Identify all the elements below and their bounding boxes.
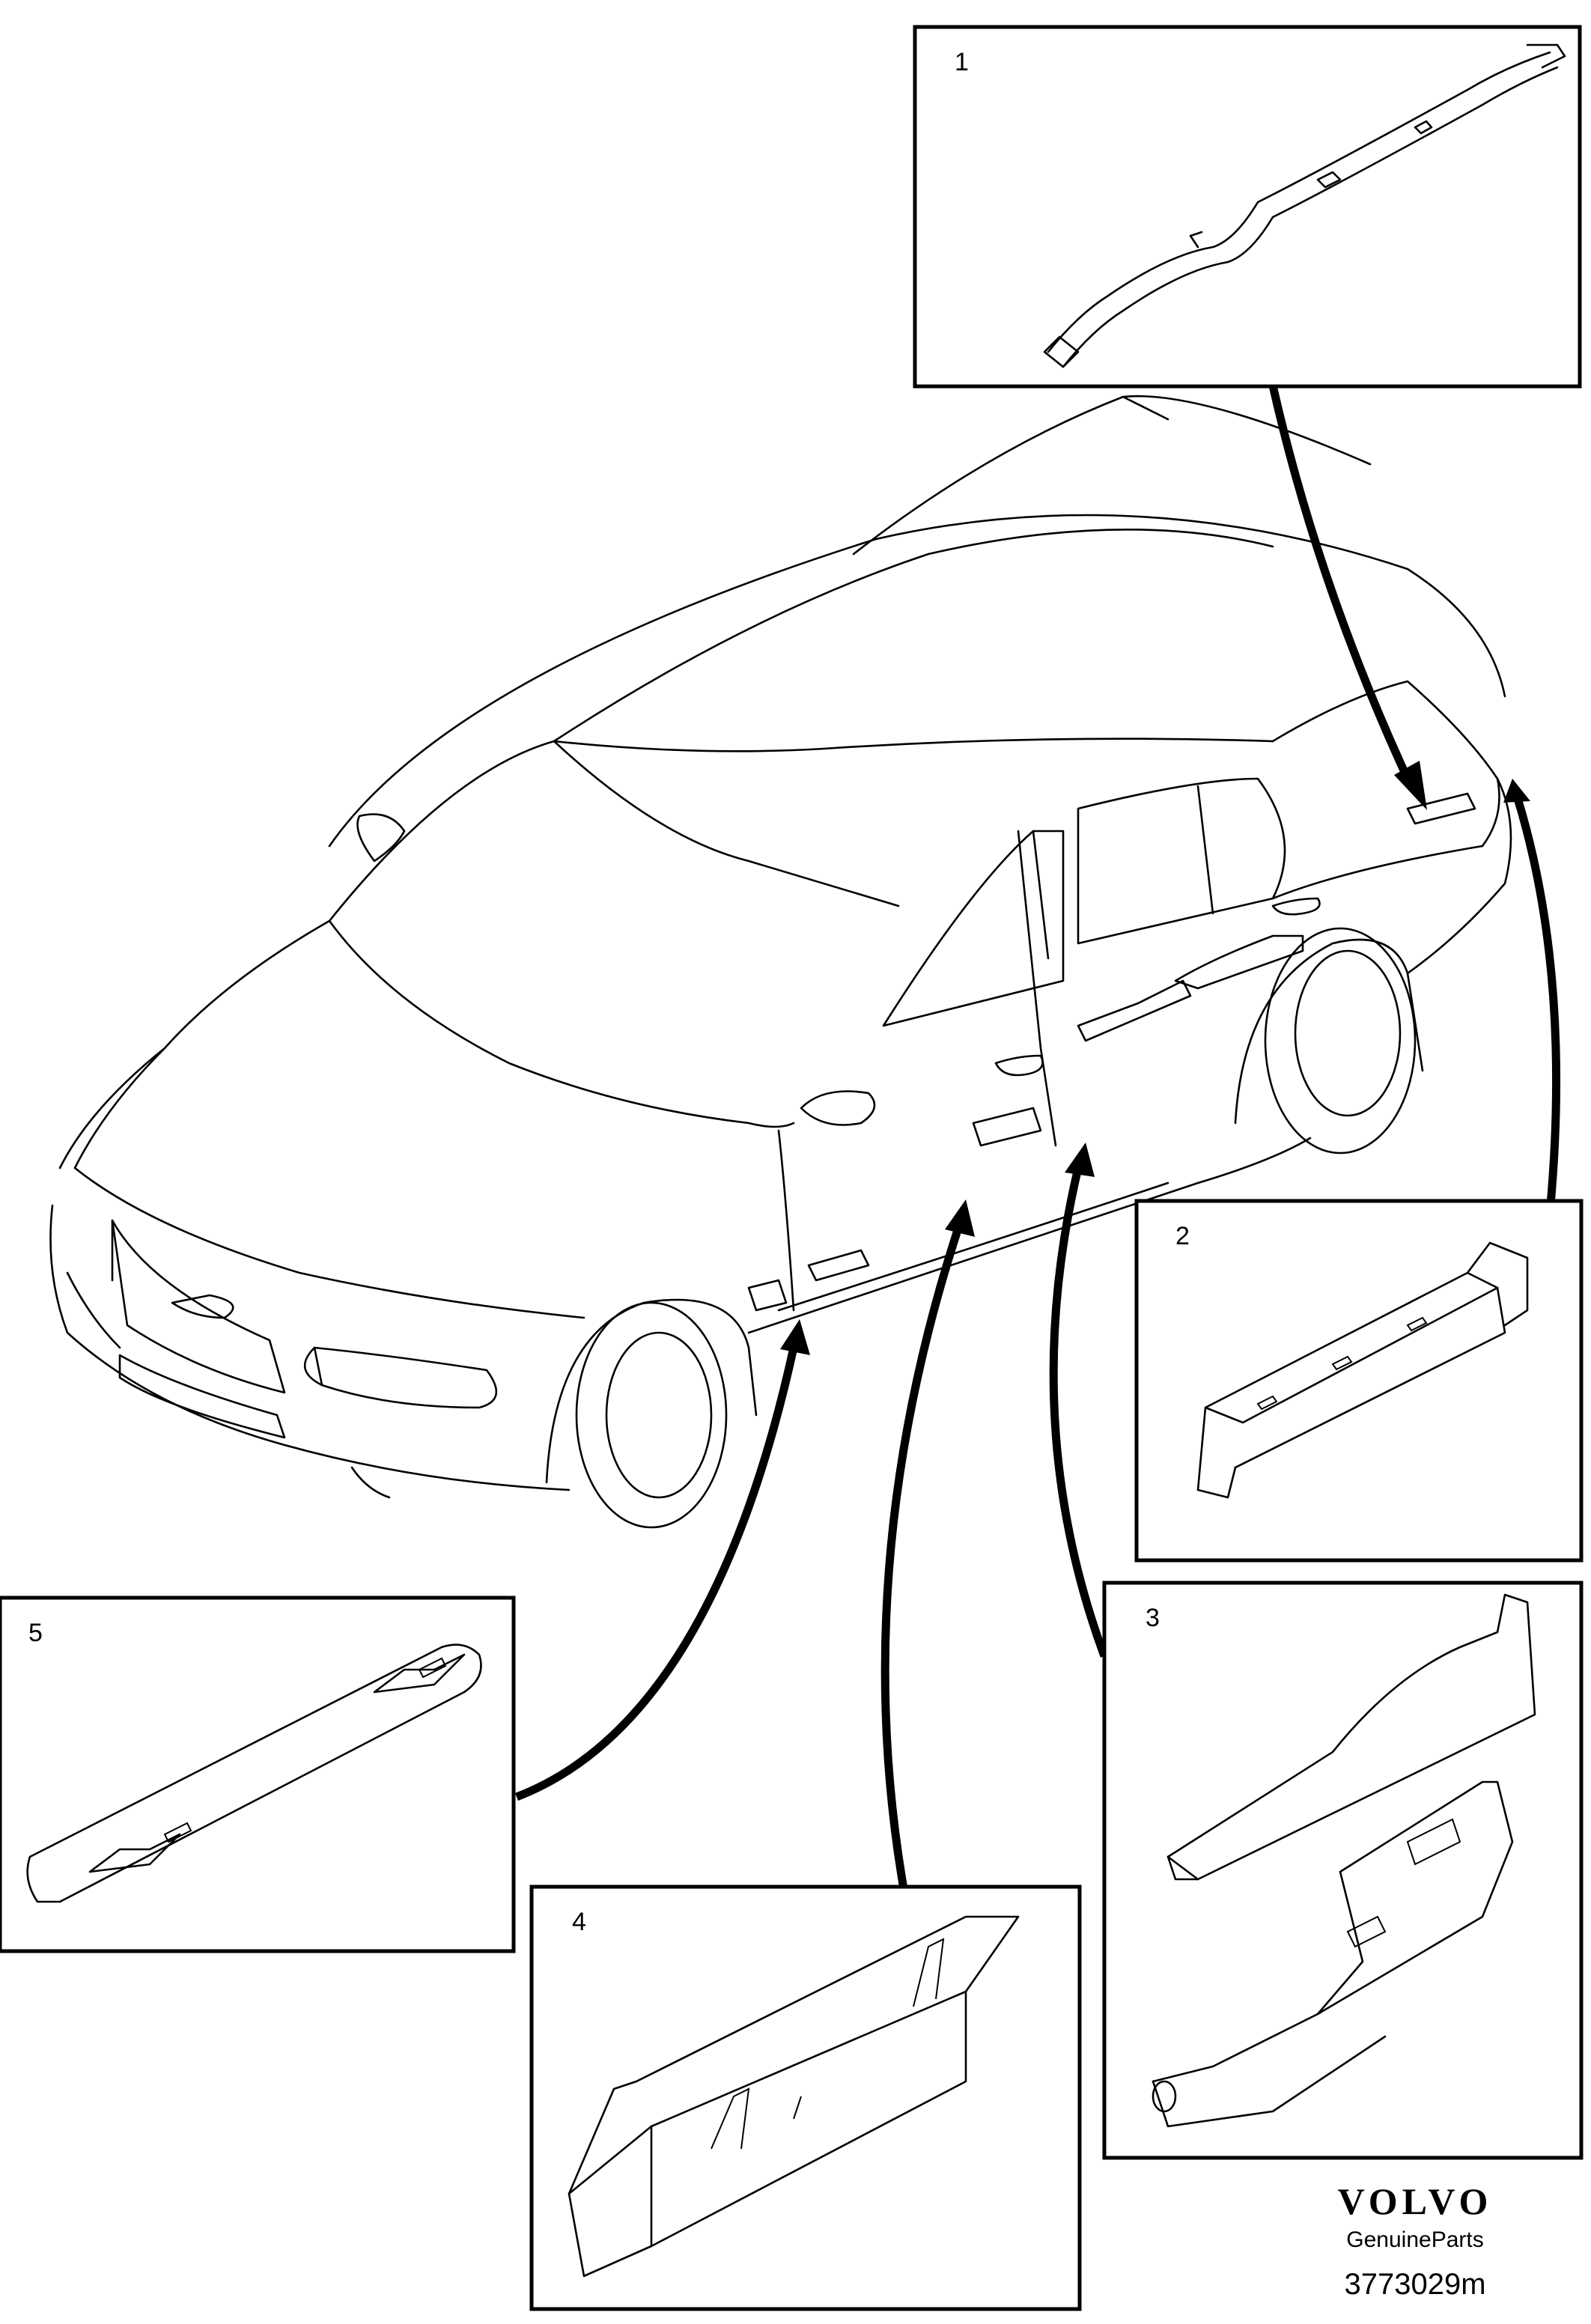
callout-box-1: 1 (913, 25, 1582, 389)
callout-box-3: 3 (1102, 1581, 1584, 2160)
callout-box-4: 4 (529, 1885, 1082, 2311)
part-3-drawing (1152, 1593, 1536, 2128)
diagram-code: 3773029m (1344, 2268, 1486, 2301)
part-1-drawing (1043, 43, 1566, 368)
callout-number-3: 3 (1146, 1604, 1160, 1632)
callout-number-4: 4 (572, 1908, 586, 1936)
callout-box-5: 5 (0, 1596, 516, 1953)
part-2-drawing (1196, 1241, 1529, 1499)
callout-arrows (515, 384, 1561, 1902)
callout-number-5: 5 (28, 1619, 43, 1647)
car-illustration (49, 395, 1512, 1529)
callout-box-2: 2 (1134, 1199, 1584, 1563)
volvo-brand-block: VOLVO GenuineParts 3773029m (1303, 2182, 1527, 2302)
callout-number-1: 1 (955, 48, 969, 76)
part-4-drawing (568, 1915, 1020, 2278)
genuine-parts-label: GenuineParts (1346, 2227, 1484, 2252)
callout-number-2: 2 (1175, 1222, 1190, 1250)
volvo-logo: VOLVO (1337, 2180, 1493, 2222)
part-5-drawing (26, 1643, 482, 1903)
